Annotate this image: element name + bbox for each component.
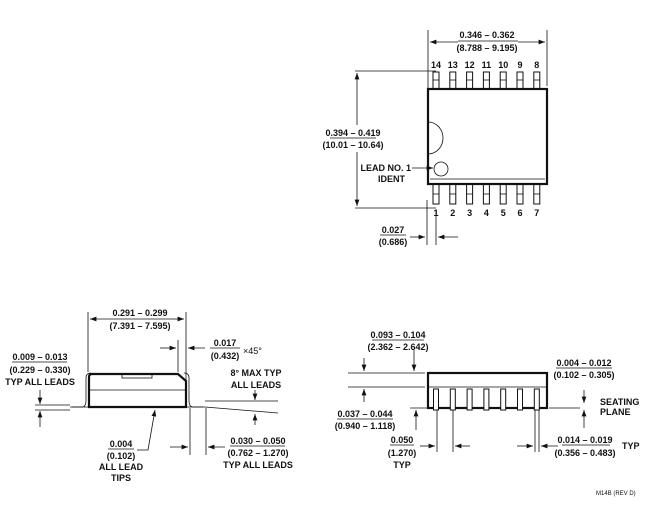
top-pin	[432, 71, 440, 90]
pin-number-top: 8	[534, 60, 539, 70]
body-width-in: 0.291 – 0.299	[112, 308, 167, 318]
pin-number-bottom: 7	[534, 208, 539, 218]
top-pin	[516, 71, 524, 90]
chamfer-in: 0.017	[214, 338, 237, 348]
pin-number-top: 14	[431, 60, 441, 70]
tip-mm: (0.102)	[107, 451, 136, 461]
clearance-in: 0.004 – 0.012	[556, 358, 611, 368]
width-in: 0.346 – 0.362	[459, 30, 514, 40]
lead-angle-label: 8° MAX TYP	[230, 368, 281, 378]
notch	[427, 121, 444, 155]
height-in: 0.093 – 0.104	[370, 330, 425, 340]
pitch-in: 0.027	[382, 225, 405, 235]
end-lead	[466, 388, 473, 411]
end-view: 0.093 – 0.104 (2.362 – 2.642) 0.037 – 0.…	[335, 330, 640, 470]
seating-plane-label: SEATING	[600, 397, 639, 407]
pin-number-top: 12	[465, 60, 475, 70]
pin-number-bottom: 5	[501, 208, 506, 218]
pin-number-top: 13	[448, 60, 458, 70]
pin-number-bottom: 6	[517, 208, 522, 218]
package-body-side	[87, 372, 188, 409]
tip-note-1: ALL LEAD	[99, 462, 144, 472]
top-pin	[449, 71, 457, 90]
width-mm: (8.788 – 9.195)	[456, 43, 517, 53]
foot-length-in: 0.030 – 0.050	[230, 436, 285, 446]
package-body	[426, 87, 549, 186]
lead-width-note: TYP	[622, 441, 640, 451]
chamfer-angle: ×45°	[243, 346, 262, 356]
pin-number-bottom: 1	[433, 208, 438, 218]
tip-in: 0.004	[110, 439, 133, 449]
pin-number-top: 9	[517, 60, 522, 70]
top-pin	[533, 71, 541, 90]
end-lead	[449, 388, 456, 411]
pin-number-bottom: 3	[467, 208, 472, 218]
top-pin	[482, 71, 490, 90]
lead-thickness-note: TYP ALL LEADS	[5, 377, 75, 387]
side-view: 0.291 – 0.299 (7.391 – 7.595) 0.017 (0.4…	[5, 308, 293, 483]
height-mm: (10.01 – 10.64)	[322, 140, 383, 150]
lead-pitch-mm: (1.270)	[388, 448, 417, 458]
end-lead	[433, 388, 439, 411]
foot-length-mm: (0.762 – 1.270)	[227, 448, 288, 458]
foot-length-note: TYP ALL LEADS	[223, 460, 293, 470]
standoff-mm: (0.940 – 1.118)	[335, 421, 396, 431]
top-view: 0.346 – 0.362 (8.788 – 9.195) 0.394 – 0.…	[322, 30, 549, 247]
height-mm: (2.362 – 2.642)	[367, 342, 428, 352]
pin-number-top: 11	[482, 60, 492, 70]
pin-number-bottom: 2	[450, 208, 455, 218]
drawing-id: M14B (REV D)	[596, 491, 636, 497]
chamfer-mm: (0.432)	[211, 351, 240, 361]
lead-width-mm: (0.356 – 0.483)	[554, 448, 615, 458]
lead-ident-label: LEAD NO. 1	[360, 163, 411, 173]
lead-pitch-in: 0.050	[391, 435, 414, 445]
top-pin	[466, 71, 474, 90]
lead-thickness-mm: (0.229 – 0.330)	[9, 365, 70, 375]
top-pin	[499, 71, 507, 90]
end-pins	[433, 388, 540, 411]
lead-pitch-note: TYP	[393, 460, 411, 470]
end-lead	[533, 388, 540, 411]
end-lead	[500, 388, 507, 411]
lead-angle-label-2: ALL LEADS	[231, 380, 281, 390]
lead-thickness-in: 0.009 – 0.013	[12, 352, 67, 362]
pin1-ident-dot	[433, 161, 449, 177]
standoff-in: 0.037 – 0.044	[337, 409, 392, 419]
height-in: 0.394 – 0.419	[325, 128, 380, 138]
lead-ident-label-2: IDENT	[378, 174, 406, 184]
pin-number-top: 10	[498, 60, 508, 70]
clearance-mm: (0.102 – 0.305)	[553, 370, 614, 380]
body-width-mm: (7.391 – 7.595)	[109, 321, 170, 331]
end-lead	[517, 388, 523, 411]
tip-note-2: TIPS	[111, 473, 131, 483]
seating-plane-label-2: PLANE	[600, 407, 631, 417]
end-lead	[483, 388, 490, 411]
pitch-mm: (0.686)	[379, 237, 408, 247]
lead-width-in: 0.014 – 0.019	[557, 435, 612, 445]
pin-number-bottom: 4	[484, 208, 489, 218]
